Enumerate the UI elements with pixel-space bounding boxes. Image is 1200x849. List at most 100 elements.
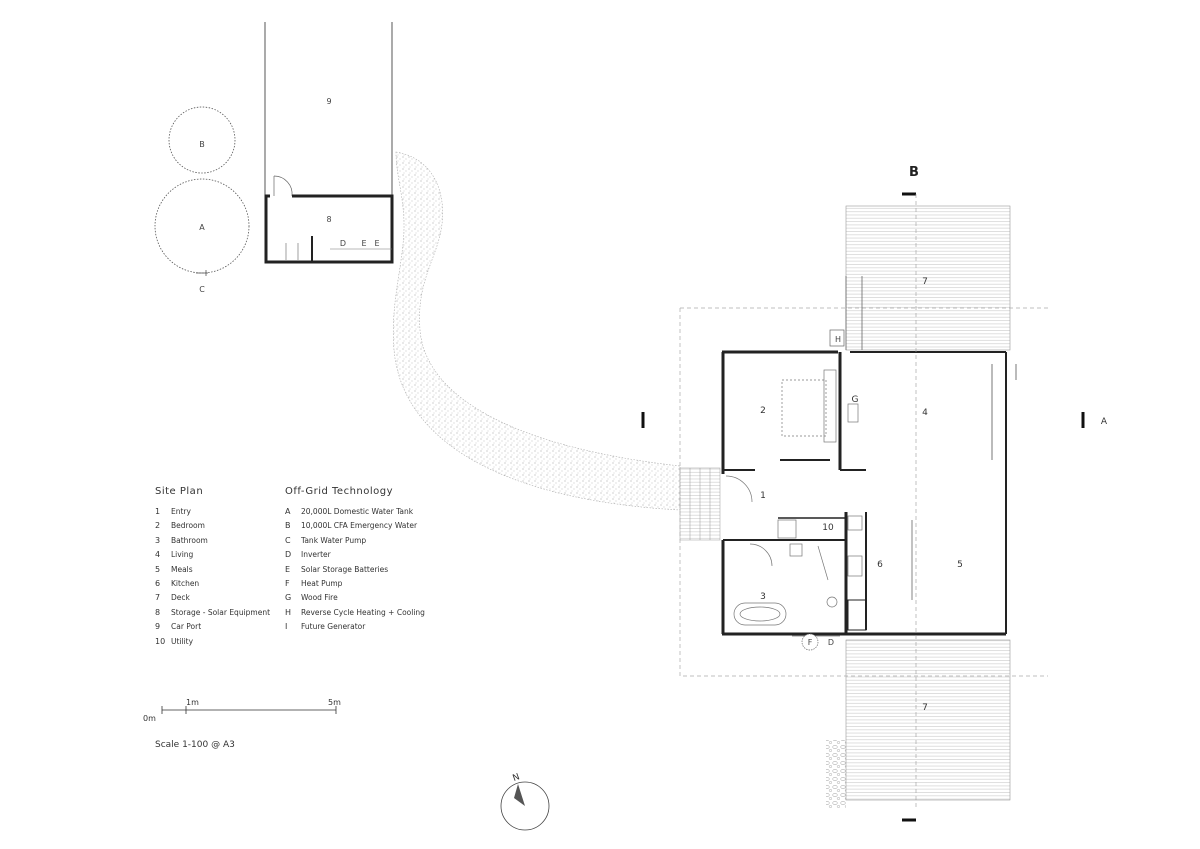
legend-item: C Tank Water Pump <box>285 534 425 548</box>
legend-item: H Reverse Cycle Heating + Cooling <box>285 606 425 620</box>
room-meals-label: 5 <box>957 560 963 570</box>
legend-item: I Future Generator <box>285 620 425 634</box>
legend-key: A <box>285 507 291 516</box>
battery-2-label: E <box>374 239 379 248</box>
deck-south-label: 7 <box>922 703 928 713</box>
legend-item: D Inverter <box>285 548 425 562</box>
room-entry-label: 1 <box>760 491 766 501</box>
vanity <box>777 519 797 539</box>
pump-c-label: C <box>199 285 205 294</box>
legend-label: 20,000L Domestic Water Tank <box>301 507 414 516</box>
bathtub-inner <box>739 606 781 622</box>
legend-key: I <box>285 622 288 632</box>
site-plan-title: Site Plan <box>155 486 204 497</box>
utility-label: 10 <box>822 523 834 533</box>
inverter-label: D <box>340 239 346 248</box>
deck-north: 7 <box>845 205 1011 351</box>
tank-a-circle <box>154 178 250 274</box>
roof-outline <box>679 307 1048 677</box>
legend-key: H <box>285 607 292 617</box>
legend-label: Reverse Cycle Heating + Cooling <box>301 607 425 617</box>
legend-label: Storage - Solar Equipment <box>171 607 271 617</box>
legend-key: C <box>285 535 291 545</box>
bathtub <box>733 602 787 626</box>
storage-walls <box>264 194 394 264</box>
legend-item: F Heat Pump <box>285 577 425 591</box>
section-a-label: A <box>1101 417 1108 427</box>
shower-screen <box>817 545 829 581</box>
carport-gate-swing <box>273 175 293 197</box>
entry-door-swing <box>725 475 753 503</box>
legend-key: F <box>285 578 290 588</box>
tank-b-label: B <box>199 140 205 149</box>
legend-key: 7 <box>155 593 161 603</box>
legend-key: 3 <box>155 535 161 545</box>
carport-storage: 9 8 D E E <box>264 22 394 264</box>
kitchen-pantry <box>847 599 867 631</box>
legend-key: 2 <box>155 521 161 531</box>
deck-north-label: 7 <box>922 277 928 287</box>
legend-label: Entry <box>171 507 191 516</box>
laundry-tub <box>847 515 863 531</box>
deck-north-boards <box>845 205 1011 351</box>
legend-label: Bathroom <box>171 535 208 545</box>
legend-key: B <box>285 521 291 531</box>
legend-label: Bedroom <box>171 521 205 531</box>
legend-item: 2 Bedroom <box>155 519 270 533</box>
battery-1-label: E <box>361 239 366 248</box>
legend-label: Meals <box>171 564 193 574</box>
legend-key: 9 <box>155 622 161 632</box>
legend-key: D <box>285 550 292 560</box>
scale-zero: 0m <box>143 714 156 723</box>
legend-label: Heat Pump <box>301 578 343 588</box>
legend-item: 3 Bathroom <box>155 534 270 548</box>
legend-key: 10 <box>155 636 166 646</box>
legend-key: 4 <box>155 550 161 560</box>
heat-pump-label: F <box>808 638 813 647</box>
north-arrow: N <box>500 772 550 831</box>
legend-label: Deck <box>171 593 190 603</box>
legend-item: A 20,000L Domestic Water Tank <box>285 505 425 519</box>
bath-door-swing <box>749 543 773 567</box>
tank-b-circle <box>168 106 236 174</box>
bed <box>781 379 827 437</box>
wood-fire-label: G <box>852 395 859 405</box>
north-arrow-label: N <box>511 772 521 784</box>
toilet <box>826 596 838 608</box>
water-tanks: B A C <box>154 106 250 294</box>
legend-label: Solar Storage Batteries <box>301 564 389 574</box>
storage-label: 8 <box>326 215 331 224</box>
heat-pump-circle <box>801 633 819 651</box>
scale-five: 5m <box>328 698 341 707</box>
legend-label: Tank Water Pump <box>301 535 367 545</box>
legend-label: Car Port <box>171 622 202 632</box>
legend-label: Kitchen <box>171 578 200 588</box>
wood-fire-hearth <box>847 403 859 423</box>
section-b-label: B <box>909 165 919 180</box>
legend-item: 9 Car Port <box>155 620 270 634</box>
kitchen-sink <box>847 555 863 577</box>
legend-item: 7 Deck <box>155 591 270 605</box>
room-labels: 1 2 3 4 5 6 10 G H F D <box>760 329 963 651</box>
legend-key: G <box>285 593 292 603</box>
legend-label: Future Generator <box>301 622 366 632</box>
legend-label: Utility <box>171 636 194 646</box>
furniture <box>725 369 863 637</box>
room-living-label: 4 <box>922 408 928 418</box>
legend-key: 5 <box>155 564 161 574</box>
wardrobe <box>823 369 837 443</box>
off-grid-title: Off-Grid Technology <box>285 486 394 497</box>
room-bathroom-label: 3 <box>760 592 766 602</box>
off-grid-legend: Off-Grid Technology A 20,000L Domestic Wa… <box>285 486 425 635</box>
legend-label: Inverter <box>301 550 331 560</box>
